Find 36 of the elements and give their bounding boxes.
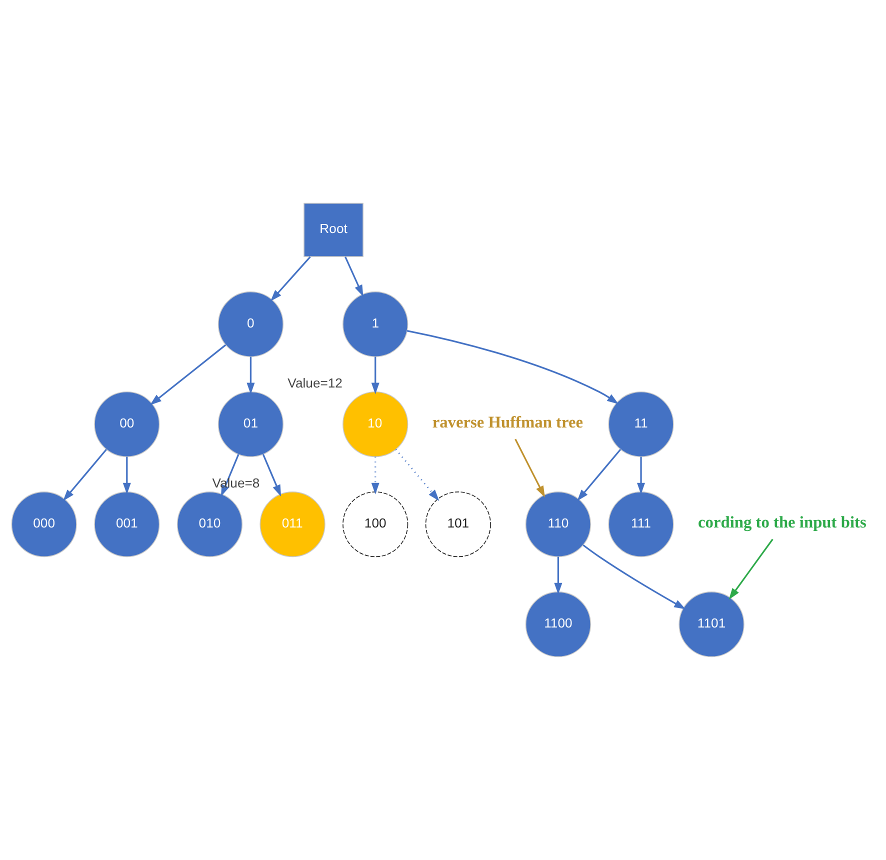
arrow [262, 454, 282, 496]
arrow [371, 456, 380, 494]
arrow [63, 448, 108, 501]
arrow [728, 538, 774, 600]
node-circle: 01 [218, 391, 284, 458]
node-circle: 011 [260, 492, 326, 558]
node-label: Value=12 [288, 376, 342, 391]
arrow [395, 448, 440, 501]
arrow [577, 448, 622, 501]
node-circle: 1100 [525, 592, 591, 658]
node-circle: 111 [608, 492, 674, 558]
node-circle: 101 [425, 492, 491, 558]
node-circle: 001 [94, 492, 160, 558]
node-box: Root [304, 202, 364, 257]
arrow [371, 356, 380, 394]
node-circle: 110 [525, 492, 591, 558]
node-circle: 10 [342, 391, 408, 458]
arrow [582, 544, 686, 610]
arrow [246, 356, 255, 394]
arrow [270, 256, 311, 302]
arrow [637, 456, 646, 494]
arrow [122, 456, 131, 494]
arrow [344, 256, 364, 297]
arrow [150, 344, 226, 406]
node-circle: 1 [342, 291, 408, 358]
node-circle: 010 [176, 492, 243, 558]
arrow [554, 556, 562, 594]
node-circle: 11 [608, 391, 674, 458]
node-circle: 100 [342, 492, 408, 558]
node-circle: 000 [11, 492, 77, 558]
node-text: cording to the input bits [698, 512, 866, 532]
node-circle: 00 [94, 391, 160, 458]
arrow [514, 438, 545, 498]
node-text: raverse Huffman tree [432, 412, 583, 432]
arrow [406, 330, 619, 404]
node-circle: 1101 [678, 592, 744, 658]
